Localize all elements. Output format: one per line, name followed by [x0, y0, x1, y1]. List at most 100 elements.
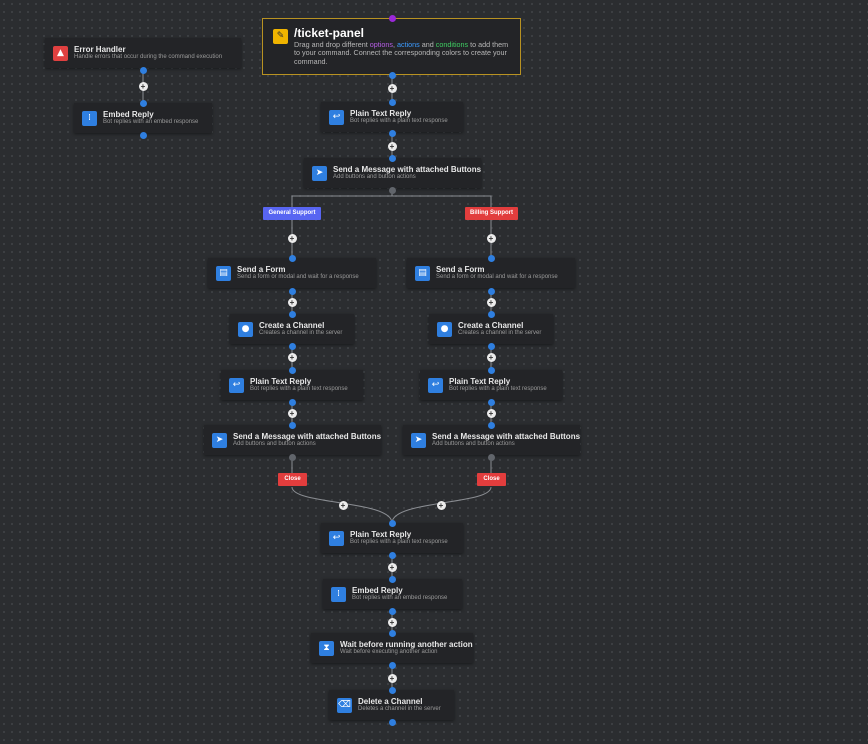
command-root-node[interactable]: ✎ /ticket-panel Drag and drop different …: [262, 18, 521, 75]
input-handle[interactable]: [388, 629, 396, 637]
input-handle[interactable]: [288, 366, 296, 374]
button-general-support[interactable]: General Support: [263, 207, 321, 220]
command-input-handle[interactable]: [388, 14, 396, 22]
button-billing-support[interactable]: Billing Support: [465, 207, 518, 220]
node-title: Embed Reply: [352, 586, 403, 595]
add-action-button[interactable]: +: [387, 673, 397, 683]
node-description: Add buttons and button actions: [333, 174, 416, 180]
add-action-button[interactable]: +: [287, 352, 297, 362]
node-description: Deletes a channel in the server: [358, 706, 441, 712]
output-handle[interactable]: [388, 607, 396, 615]
button-close-left[interactable]: Close: [278, 473, 307, 486]
output-handle[interactable]: [288, 342, 296, 350]
node-description: Bot replies with a plain text response: [449, 386, 547, 392]
input-handle[interactable]: [388, 154, 396, 162]
output-handle[interactable]: [388, 661, 396, 669]
input-handle[interactable]: [288, 310, 296, 318]
input-handle[interactable]: [288, 421, 296, 429]
chat-icon: ●: [238, 321, 253, 337]
output-handle[interactable]: [388, 71, 396, 79]
node-description: Bot replies with a plain text response: [350, 539, 448, 545]
output-handle[interactable]: [487, 342, 495, 350]
delete-channel-icon: ⌫: [337, 697, 352, 713]
add-action-button[interactable]: +: [387, 141, 397, 151]
node-description: Creates a channel in the server: [458, 330, 542, 336]
button-output-handle[interactable]: [388, 186, 396, 194]
desc-text: ,: [392, 40, 397, 49]
node-description: Bot replies with a plain text response: [350, 118, 448, 124]
desc-text: Drag and drop different: [294, 40, 370, 49]
reply-icon: ↩: [329, 109, 344, 125]
node-description: Bot replies with an embed response: [352, 595, 448, 601]
input-handle[interactable]: [288, 254, 296, 262]
add-action-button[interactable]: +: [387, 83, 397, 93]
input-handle[interactable]: [487, 421, 495, 429]
node-title: Create a Channel: [458, 321, 524, 330]
input-handle[interactable]: [388, 98, 396, 106]
input-handle[interactable]: [487, 366, 495, 374]
input-handle[interactable]: [388, 519, 396, 527]
button-output-handle[interactable]: [288, 453, 296, 461]
add-action-button[interactable]: +: [486, 352, 496, 362]
embed-icon: ⁞: [82, 110, 97, 126]
output-handle[interactable]: [139, 131, 147, 139]
input-handle[interactable]: [139, 99, 147, 107]
node-title: Send a Form: [237, 265, 286, 274]
output-handle[interactable]: [487, 287, 495, 295]
output-handle[interactable]: [139, 66, 147, 74]
add-action-button[interactable]: +: [338, 500, 348, 510]
add-action-button[interactable]: +: [486, 233, 496, 243]
add-action-button[interactable]: +: [486, 297, 496, 307]
button-close-right[interactable]: Close: [477, 473, 506, 486]
output-handle[interactable]: [388, 718, 396, 726]
cursor-icon: ➤: [312, 165, 327, 181]
add-action-button[interactable]: +: [436, 500, 446, 510]
input-handle[interactable]: [487, 310, 495, 318]
node-title: Plain Text Reply: [350, 530, 412, 539]
node-title: Wait before running another action: [340, 640, 473, 649]
node-description: Creates a channel in the server: [259, 330, 343, 336]
command-description: Drag and drop different options, actions…: [294, 40, 512, 66]
add-action-button[interactable]: +: [138, 81, 148, 91]
command-title: /ticket-panel: [294, 26, 365, 40]
desc-options: options: [369, 40, 393, 49]
output-handle[interactable]: [487, 398, 495, 406]
reply-icon: ↩: [428, 377, 443, 393]
input-handle[interactable]: [487, 254, 495, 262]
warning-icon: ▲: [53, 45, 68, 61]
add-action-button[interactable]: +: [387, 617, 397, 627]
add-action-button[interactable]: +: [287, 408, 297, 418]
add-action-button[interactable]: +: [486, 408, 496, 418]
input-handle[interactable]: [388, 686, 396, 694]
output-handle[interactable]: [388, 129, 396, 137]
output-handle[interactable]: [388, 551, 396, 559]
button-output-handle[interactable]: [487, 453, 495, 461]
output-handle[interactable]: [288, 398, 296, 406]
output-handle[interactable]: [288, 287, 296, 295]
add-action-button[interactable]: +: [387, 562, 397, 572]
add-action-button[interactable]: +: [287, 297, 297, 307]
node-title: Plain Text Reply: [350, 109, 412, 118]
desc-actions: actions: [396, 40, 420, 49]
input-handle[interactable]: [388, 575, 396, 583]
embed-icon: ⁞: [331, 586, 346, 602]
form-icon: ▤: [415, 265, 430, 281]
node-title: Plain Text Reply: [449, 377, 511, 386]
add-action-button[interactable]: +: [287, 233, 297, 243]
